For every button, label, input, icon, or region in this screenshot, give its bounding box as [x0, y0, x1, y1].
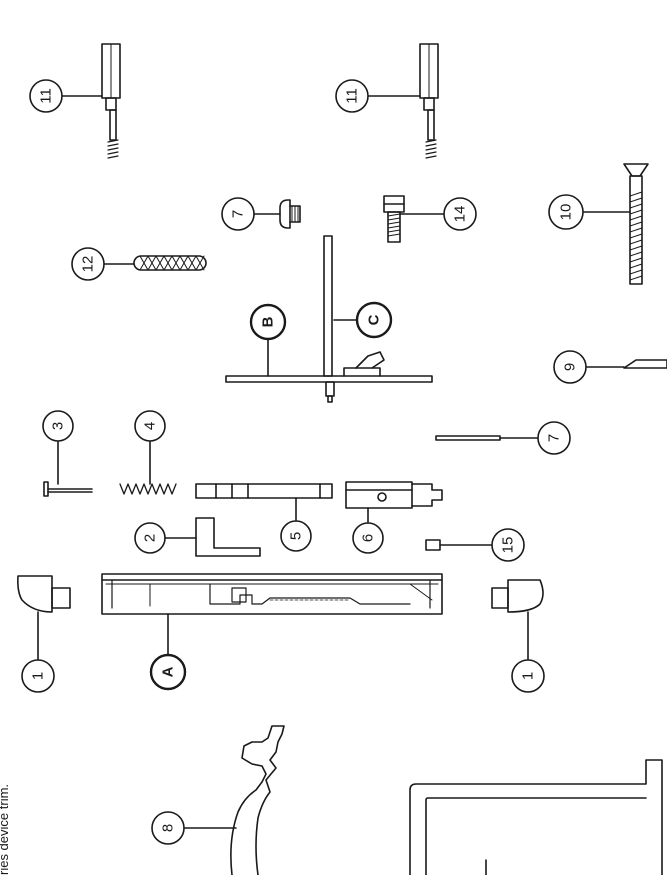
part-14-hex-bolt: [383, 195, 445, 243]
part-9-wedge: [585, 359, 667, 369]
part-6-latch-block: [345, 481, 443, 523]
part-3-pin: [43, 439, 93, 497]
handle-partial: [409, 759, 663, 875]
part-10-long-screw: [581, 163, 649, 285]
part-1-end-cap-bottom: [491, 579, 544, 661]
callout-1-bottom: 1: [520, 672, 537, 680]
callout-10: 10: [558, 204, 575, 221]
callout-5: 5: [288, 532, 305, 540]
part-b-plate-c-shaft: [225, 235, 433, 403]
callout-3: 3: [50, 422, 67, 430]
callout-11-right: 11: [344, 88, 361, 104]
callout-9: 9: [562, 363, 579, 371]
side-caption-text: ries device trim.: [0, 784, 11, 875]
callout-7-lower: 7: [546, 434, 563, 442]
part-7-small-screw: [253, 199, 301, 229]
callout-c: C: [366, 314, 383, 325]
callout-a: A: [160, 666, 177, 677]
part-8-lever: [183, 725, 285, 875]
part-12-hatched-pin: [103, 255, 207, 271]
callout-1-top: 1: [30, 672, 47, 680]
callout-2: 2: [142, 534, 159, 542]
callout-11-left: 11: [38, 88, 55, 104]
part-1-end-cap-top: [17, 575, 71, 661]
part-5-rod: [195, 483, 333, 521]
callout-4: 4: [142, 422, 159, 430]
part-11-standoff-left: [61, 43, 121, 159]
callout-12: 12: [80, 256, 97, 273]
callout-14: 14: [452, 206, 469, 223]
callout-b: B: [260, 316, 277, 327]
part-a-main-body: [101, 573, 443, 656]
callout-7-upper: 7: [230, 210, 247, 218]
part-4-spring: [119, 439, 177, 495]
part-15-small-block: [425, 539, 493, 551]
part-7-thin-rod: [435, 435, 539, 441]
callout-8: 8: [160, 824, 177, 832]
part-2-l-bracket: [164, 517, 261, 557]
part-11-standoff-right: [367, 43, 439, 159]
callout-15: 15: [500, 537, 517, 554]
callout-6: 6: [360, 534, 377, 542]
